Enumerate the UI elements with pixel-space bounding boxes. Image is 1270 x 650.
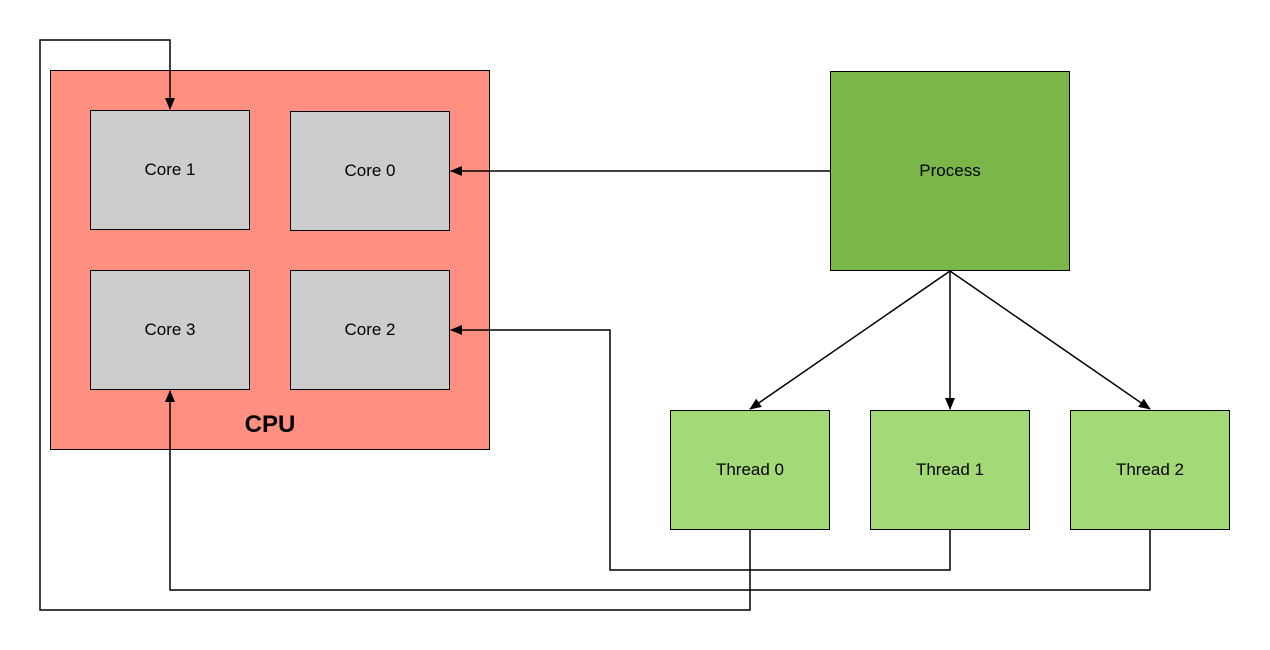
thread-0-box: Thread 0: [670, 410, 830, 530]
arrow-process-to-thread-0: [749, 270, 951, 410]
core-3-label: Core 3: [144, 320, 196, 339]
thread-1-label: Thread 1: [915, 460, 985, 479]
core-1-label: Core 1: [144, 160, 196, 179]
core-0-label: Core 0: [344, 161, 396, 180]
core-3-box: Core 3: [90, 270, 250, 390]
thread-2-box: Thread 2: [1070, 410, 1230, 530]
core-2-label: Core 2: [344, 320, 396, 339]
process-box: Process: [830, 71, 1070, 271]
core-2-box: Core 2: [290, 270, 450, 390]
thread-2-label: Thread 2: [1115, 460, 1185, 479]
core-0-box: Core 0: [290, 111, 450, 231]
thread-0-label: Thread 0: [715, 460, 785, 479]
arrow-thread-2-to-core-3: [165, 390, 1151, 591]
cpu-label: CPU: [244, 411, 296, 438]
arrow-thread-1-to-core-2: [450, 325, 951, 571]
arrow-thread-0-to-core-1: [39, 39, 751, 611]
core-1-box: Core 1: [90, 110, 250, 230]
process-label: Process: [919, 161, 981, 180]
arrow-process-to-thread-2: [949, 270, 1151, 410]
thread-1-box: Thread 1: [870, 410, 1030, 530]
